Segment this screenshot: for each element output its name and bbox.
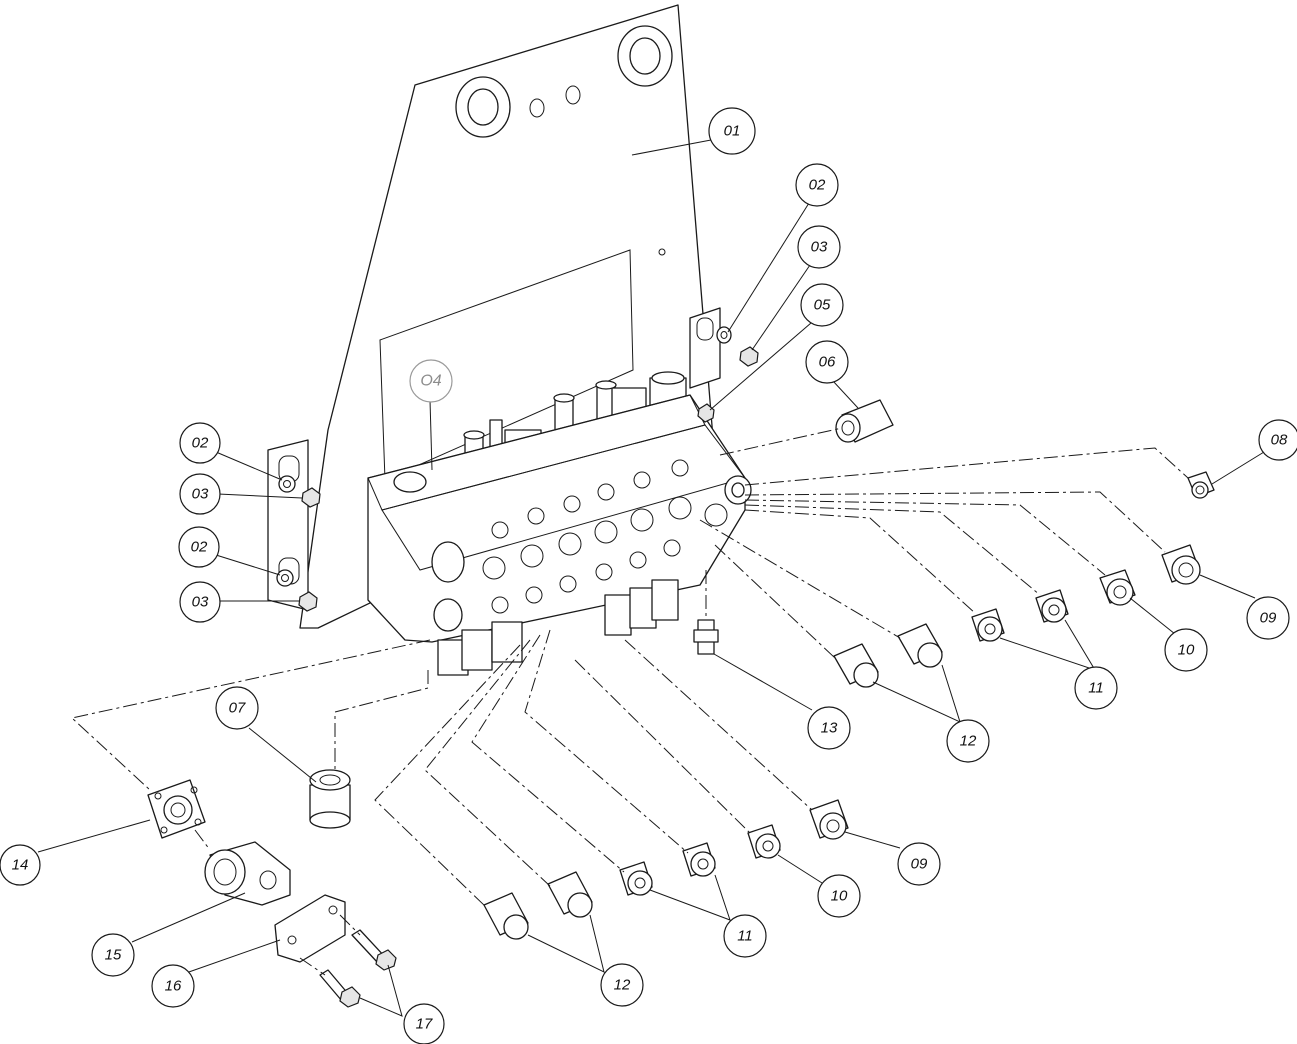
callout-16-label: 16 <box>165 978 182 995</box>
callout-10-right: 10 <box>1164 628 1208 672</box>
callout-03-upper-right: 03 <box>797 225 841 269</box>
callout-11-right: 11 <box>1074 666 1118 710</box>
callout-02-left-upper: 02 <box>179 422 221 464</box>
callout-12-label: 12 <box>614 977 631 994</box>
callout-10-label: 10 <box>831 888 848 905</box>
callout-06-label: 06 <box>819 354 836 371</box>
callout-11-lower: 11 <box>723 914 767 958</box>
callout-03-label: 03 <box>192 594 209 611</box>
callout-07-label: 07 <box>229 700 246 717</box>
callout-02-label: 02 <box>192 435 209 452</box>
valve-block <box>367 371 752 676</box>
callout-15-label: 15 <box>105 947 122 964</box>
callout-09-label: 09 <box>1260 610 1277 627</box>
callout-01: 01 <box>708 107 756 155</box>
callout-04-label: O4 <box>420 373 441 390</box>
callout-12-label: 12 <box>960 733 977 750</box>
callout-06: 06 <box>805 340 849 384</box>
callout-10-label: 10 <box>1178 642 1195 659</box>
callout-11-label: 11 <box>737 928 753 945</box>
callout-03-label: 03 <box>192 486 209 503</box>
callout-02-upper-right: 02 <box>795 163 839 207</box>
callout-07: 07 <box>215 686 259 730</box>
callout-03-label: 03 <box>811 239 828 256</box>
callout-13: 13 <box>807 706 851 750</box>
callout-14-label: 14 <box>12 857 29 874</box>
callout-09-label: 09 <box>911 856 928 873</box>
assembly-paths <box>70 427 1189 976</box>
callout-12-right: 12 <box>946 719 990 763</box>
callout-08: 08 <box>1258 419 1297 461</box>
callout-05-label: 05 <box>814 297 831 314</box>
callout-12-lower: 12 <box>600 963 644 1007</box>
callout-02-left-lower: 02 <box>178 526 220 568</box>
callout-14: 14 <box>0 844 41 886</box>
callout-13-label: 13 <box>821 720 838 737</box>
fittings <box>147 399 1215 1008</box>
callout-03-left-upper: 03 <box>179 473 221 515</box>
callout-15: 15 <box>91 933 135 977</box>
callout-09-lower: 09 <box>897 842 941 886</box>
callout-04: O4 <box>409 359 453 403</box>
callout-03-left-lower: 03 <box>179 581 221 623</box>
callout-02-label: 02 <box>191 539 208 556</box>
callout-17-label: 17 <box>416 1016 433 1033</box>
callout-11-label: 11 <box>1088 680 1104 697</box>
callout-01-label: 01 <box>724 123 741 140</box>
callout-10-lower: 10 <box>817 874 861 918</box>
callout-16: 16 <box>151 964 195 1008</box>
leader-lines <box>37 139 1265 1017</box>
callout-02-label: 02 <box>809 177 826 194</box>
hardware <box>276 326 759 612</box>
callout-05: 05 <box>800 283 844 327</box>
callout-09-right: 09 <box>1246 596 1290 640</box>
callout-08-label: 08 <box>1271 432 1288 449</box>
callout-17: 17 <box>403 1003 445 1044</box>
